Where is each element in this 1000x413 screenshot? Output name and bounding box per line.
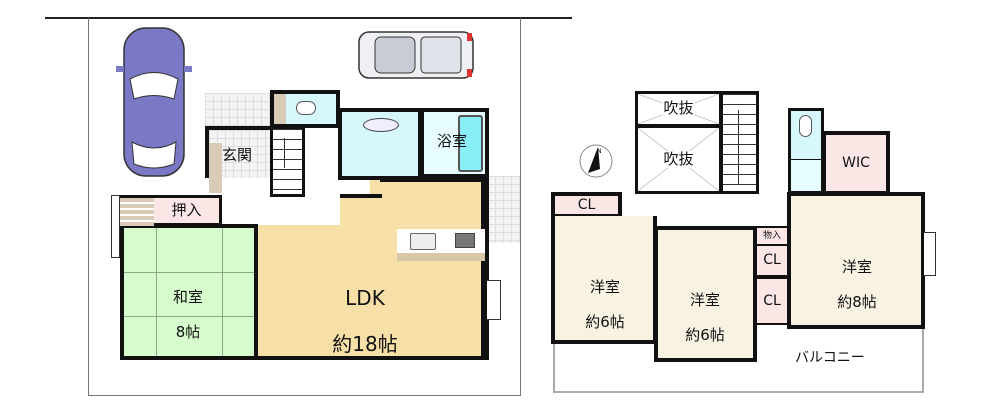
western-room-3 (787, 192, 925, 329)
room-2-size: 約6帖 (685, 325, 725, 344)
western-room-1 (551, 216, 657, 344)
washitsu-label: 和室 8帖 (155, 272, 221, 358)
cl-closet-1: CL (551, 192, 622, 218)
wic-label: WIC (842, 154, 870, 171)
site-top-line (45, 17, 572, 19)
toilet-icon (296, 101, 316, 115)
oshiire-label: 押入 (171, 200, 202, 219)
ldk-bottom-wall (255, 356, 489, 360)
side-window (111, 195, 120, 258)
room-3-name: 洋室 (841, 258, 872, 277)
washitsu-room (120, 224, 258, 360)
monoire-storage: 物入 (755, 226, 789, 246)
terrace (487, 176, 520, 243)
toilet-storage (274, 94, 286, 124)
site-boundary (88, 18, 521, 396)
western-room-3-label: 洋室 約8帖 (822, 242, 892, 328)
stairs-2f (720, 91, 759, 194)
ldk-fill-c (257, 225, 342, 356)
western-room-1-label: 洋室 約6帖 (570, 262, 640, 348)
ldk-size: 約18帖 (332, 332, 398, 356)
yokushitsu-label: 浴室 (437, 132, 468, 150)
fukinuke-lower: 吹抜 (635, 125, 722, 194)
kitchen-counter (397, 229, 485, 261)
shoe-cabinet (209, 143, 222, 193)
wic-room: WIC (822, 131, 890, 195)
room-1-name: 洋室 (589, 278, 620, 297)
sink-icon (410, 233, 436, 250)
oshiire-closet: 押入 (152, 195, 222, 226)
ldk-label: LDK 約18帖 (300, 264, 430, 379)
ldk-name: LDK (345, 286, 385, 310)
compass-n: N (597, 148, 602, 155)
ldk-fill-b (340, 194, 382, 356)
stairs-arrow-icon (284, 138, 285, 168)
toilet-icon (799, 115, 812, 137)
car-icon (358, 31, 474, 79)
washroom (338, 108, 422, 180)
ldk-fill-a (380, 178, 485, 356)
washbasin-2f (788, 160, 824, 194)
balcony-label: バルコニー (795, 350, 865, 366)
engawa (120, 195, 154, 226)
bathtub (458, 115, 483, 172)
cl-3-label: CL (763, 292, 781, 309)
stove-icon (455, 233, 475, 248)
washitsu-name: 和室 (172, 288, 203, 307)
washbasin-icon (363, 118, 399, 132)
room-2-name: 洋室 (689, 291, 720, 310)
genkan-label: 玄関 (222, 146, 253, 164)
bay-window (924, 232, 936, 276)
cl-closet-3: CL (755, 277, 789, 325)
western-room-2-label: 洋室 約6帖 (670, 275, 740, 361)
compass-icon: N (579, 144, 613, 178)
cl-closet-2: CL (755, 244, 789, 277)
room-1-size: 約6帖 (585, 312, 625, 331)
bay-window (487, 280, 501, 320)
washitsu-size: 8帖 (175, 322, 201, 341)
cl-2-label: CL (763, 252, 781, 269)
stairs-1f (270, 126, 305, 197)
cl-1-label: CL (577, 196, 596, 213)
room-3-size: 約8帖 (837, 292, 877, 311)
monoire-label: 物入 (762, 230, 781, 241)
stairs-arrow-icon (738, 110, 739, 185)
fukinuke-lower-label: 吹抜 (663, 149, 694, 169)
car-icon (116, 27, 192, 177)
western-room-2 (654, 226, 757, 362)
balcony (553, 325, 924, 393)
entrance-porch (205, 93, 270, 128)
fukinuke-upper-label: 吹抜 (663, 99, 694, 118)
fukinuke-upper: 吹抜 (635, 91, 722, 127)
